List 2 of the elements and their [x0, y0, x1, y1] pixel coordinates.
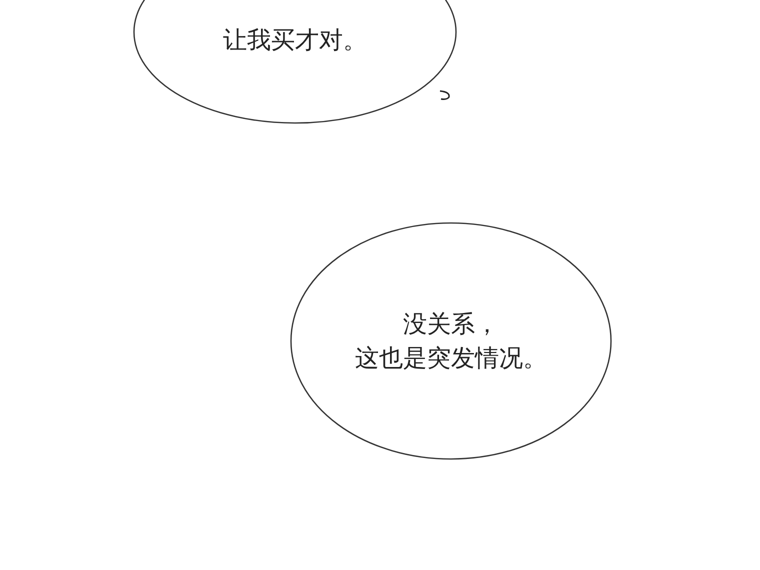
dialogue-text: 让我买才对。 — [222, 25, 368, 56]
dialogue-text: 没关系，这也是突发情况。 — [354, 309, 548, 374]
